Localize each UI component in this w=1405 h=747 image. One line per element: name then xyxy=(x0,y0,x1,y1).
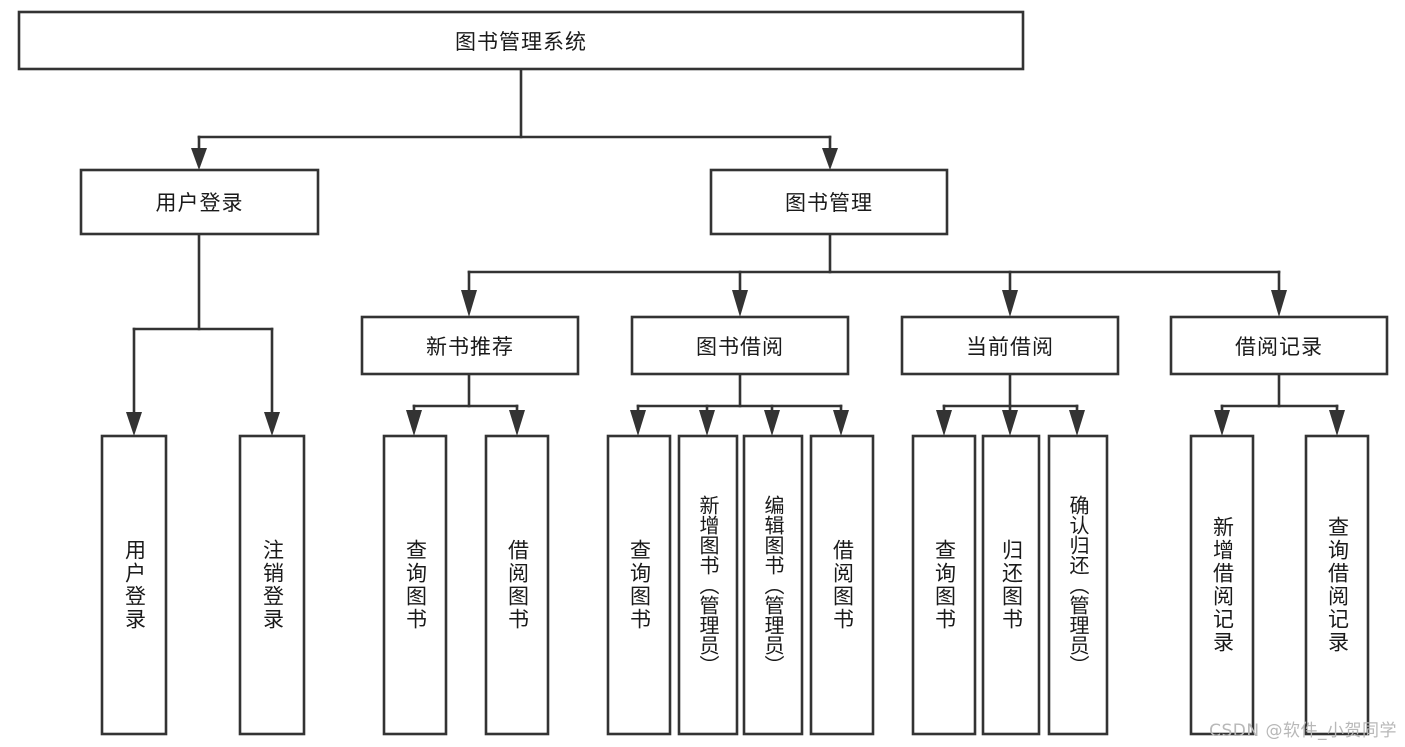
arrow-leaf-query-book-2-icon xyxy=(630,410,646,436)
node-leaf-confirm-return-box[interactable] xyxy=(1047,434,1109,736)
arrow-leaf-add-record-icon xyxy=(1214,410,1230,436)
arrow-leaf-query-book-1-icon xyxy=(406,410,422,436)
node-leaf-return-book-box[interactable] xyxy=(981,434,1041,736)
node-book-borrow-box[interactable] xyxy=(630,315,850,376)
arrow-leaf-borrow-book-1-icon xyxy=(509,410,525,436)
arrow-leaf-user-login-icon xyxy=(126,412,142,436)
arrow-leaf-query-book-3-icon xyxy=(936,410,952,436)
node-book-manage-box[interactable] xyxy=(709,168,949,236)
arrow-to-book-borrow-icon xyxy=(732,290,748,317)
node-leaf-borrow-book-1-box[interactable] xyxy=(484,434,550,736)
node-current-borrow-box[interactable] xyxy=(900,315,1120,376)
arrow-leaf-borrow-book-2-icon xyxy=(833,410,849,436)
arrow-leaf-user-logout-icon xyxy=(264,412,280,436)
arrow-leaf-edit-book-icon xyxy=(764,410,780,436)
arrow-leaf-add-book-icon xyxy=(699,410,715,436)
arrow-to-borrow-record-icon xyxy=(1271,290,1287,317)
node-borrow-record-box[interactable] xyxy=(1169,315,1389,376)
node-leaf-user-login-box[interactable] xyxy=(100,434,168,736)
arrow-to-book-manage-icon xyxy=(822,148,838,170)
node-leaf-query-book-1-box[interactable] xyxy=(382,434,448,736)
arrow-leaf-return-book-icon xyxy=(1002,410,1018,436)
arrow-to-user-login-icon xyxy=(191,148,207,170)
arrow-to-new-book-recommend-icon xyxy=(461,290,477,317)
node-leaf-borrow-book-2-box[interactable] xyxy=(809,434,875,736)
node-leaf-user-logout-box[interactable] xyxy=(238,434,306,736)
edges-layer xyxy=(126,67,1345,436)
arrow-to-current-borrow-icon xyxy=(1002,290,1018,317)
nodes-layer xyxy=(17,10,1389,736)
node-leaf-edit-book-box[interactable] xyxy=(742,434,804,736)
node-root-box[interactable] xyxy=(17,10,1025,71)
arrow-leaf-confirm-return-icon xyxy=(1069,410,1085,436)
node-new-book-recommend-box[interactable] xyxy=(360,315,580,376)
node-leaf-query-book-3-box[interactable] xyxy=(911,434,977,736)
node-leaf-query-book-2-box[interactable] xyxy=(606,434,672,736)
node-leaf-query-record-box[interactable] xyxy=(1304,434,1370,736)
node-user-login-box[interactable] xyxy=(79,168,320,236)
watermark-text: CSDN @软件_小贺同学 xyxy=(1209,721,1397,741)
node-leaf-add-record-box[interactable] xyxy=(1189,434,1255,736)
arrow-leaf-query-record-icon xyxy=(1329,410,1345,436)
node-leaf-add-book-box[interactable] xyxy=(677,434,739,736)
